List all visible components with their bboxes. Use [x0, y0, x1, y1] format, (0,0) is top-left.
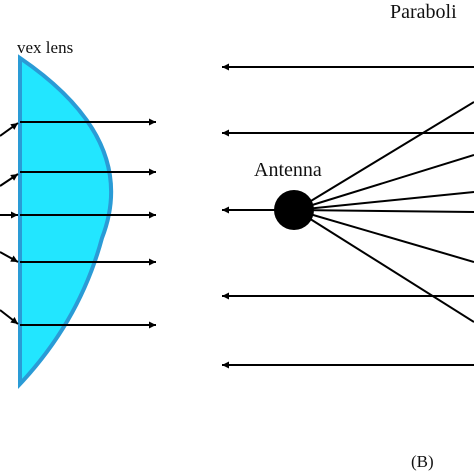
emission-line-2	[295, 154, 474, 211]
emission-line-6	[295, 209, 474, 323]
panel-b-parabolic-reflector: Paraboli Antenna (B)	[222, 1, 474, 471]
incoming-ray-2	[0, 173, 19, 187]
parabolic-label: Paraboli	[390, 1, 457, 23]
convex-lens-label: vex lens	[17, 38, 73, 57]
panel-a-convex-lens: vex lens	[0, 38, 156, 390]
antenna-dot	[274, 190, 314, 230]
incoming-ray-4	[0, 251, 19, 263]
panel-b-caption: (B)	[411, 452, 434, 471]
incoming-ray-5	[0, 309, 19, 325]
emission-line-4	[295, 209, 474, 213]
antenna-label: Antenna	[254, 159, 322, 181]
convex-lens-shape	[18, 54, 114, 390]
emission-line-3	[295, 191, 474, 211]
emission-line-5	[295, 209, 474, 263]
incoming-ray-1	[0, 122, 19, 137]
emission-line-1	[295, 101, 474, 211]
